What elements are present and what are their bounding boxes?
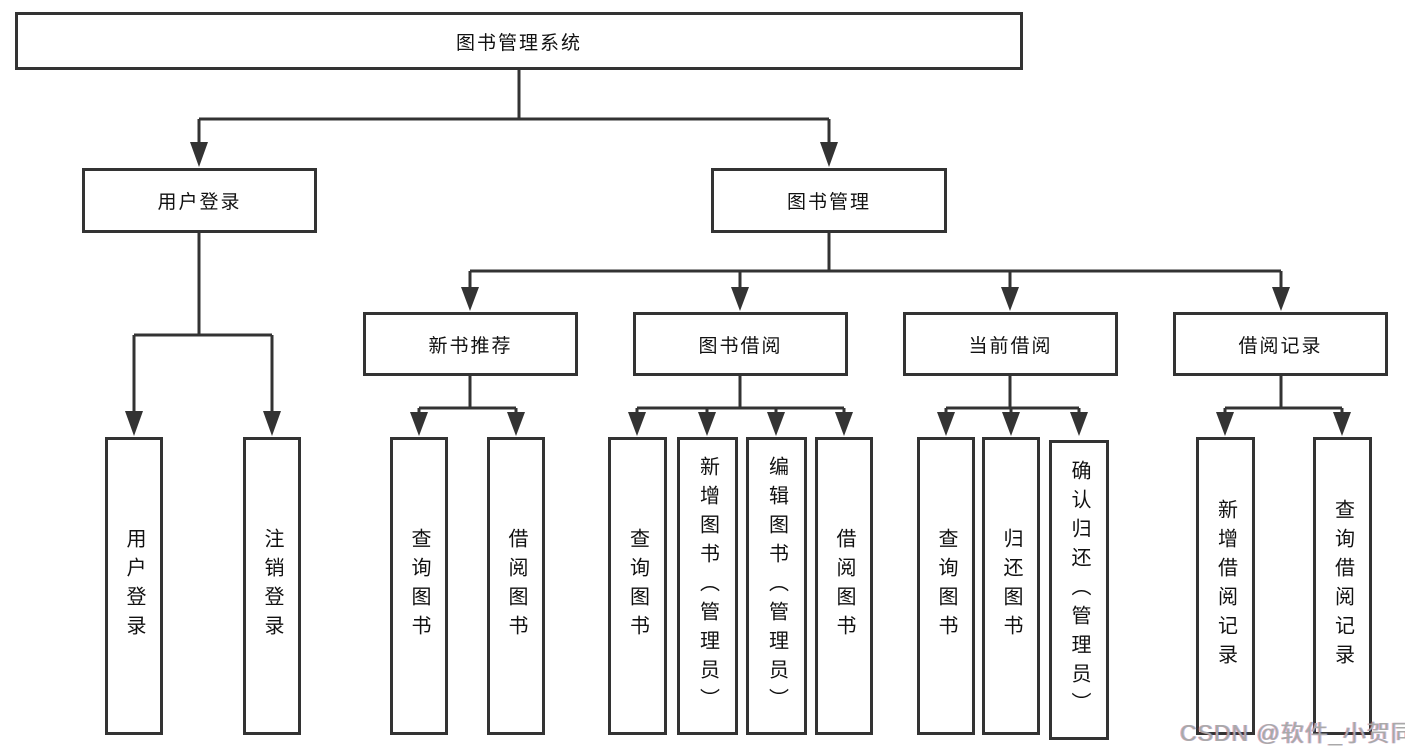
- leaf-query-borrow-record: 查询借阅记录: [1313, 437, 1372, 735]
- leaf-edit-book-admin: 编辑图书（管理员）: [746, 437, 807, 735]
- leaf-borrow-books-borrowing: 借阅图书: [815, 437, 873, 735]
- node-borrowing-records: 借阅记录: [1173, 312, 1388, 376]
- connector-paths: [132, 70, 1344, 422]
- leaf-add-borrow-record: 新增借阅记录: [1196, 437, 1255, 735]
- leaf-return-books: 归还图书: [982, 437, 1040, 735]
- leaf-confirm-return-admin: 确认归还（管理员）: [1049, 440, 1109, 740]
- leaf-query-books-current: 查询图书: [917, 437, 975, 735]
- arrowhead-down-icons: [125, 142, 1351, 436]
- leaf-logout: 注销登录: [243, 437, 301, 735]
- node-book-borrowing: 图书借阅: [633, 312, 848, 376]
- leaf-user-login: 用户登录: [105, 437, 163, 735]
- node-user-login: 用户登录: [82, 168, 317, 233]
- leaf-query-books-recommend: 查询图书: [390, 437, 448, 735]
- leaf-query-books-borrowing: 查询图书: [608, 437, 667, 735]
- leaf-borrow-books-recommend: 借阅图书: [487, 437, 545, 735]
- node-library-management-system: 图书管理系统: [15, 12, 1023, 70]
- node-new-book-recommendation: 新书推荐: [363, 312, 578, 376]
- watermark: CSDN @软件_小贺同学: [1180, 720, 1405, 746]
- node-current-borrowing: 当前借阅: [903, 312, 1118, 376]
- leaf-add-book-admin: 新增图书（管理员）: [677, 437, 738, 735]
- node-book-management: 图书管理: [711, 168, 947, 233]
